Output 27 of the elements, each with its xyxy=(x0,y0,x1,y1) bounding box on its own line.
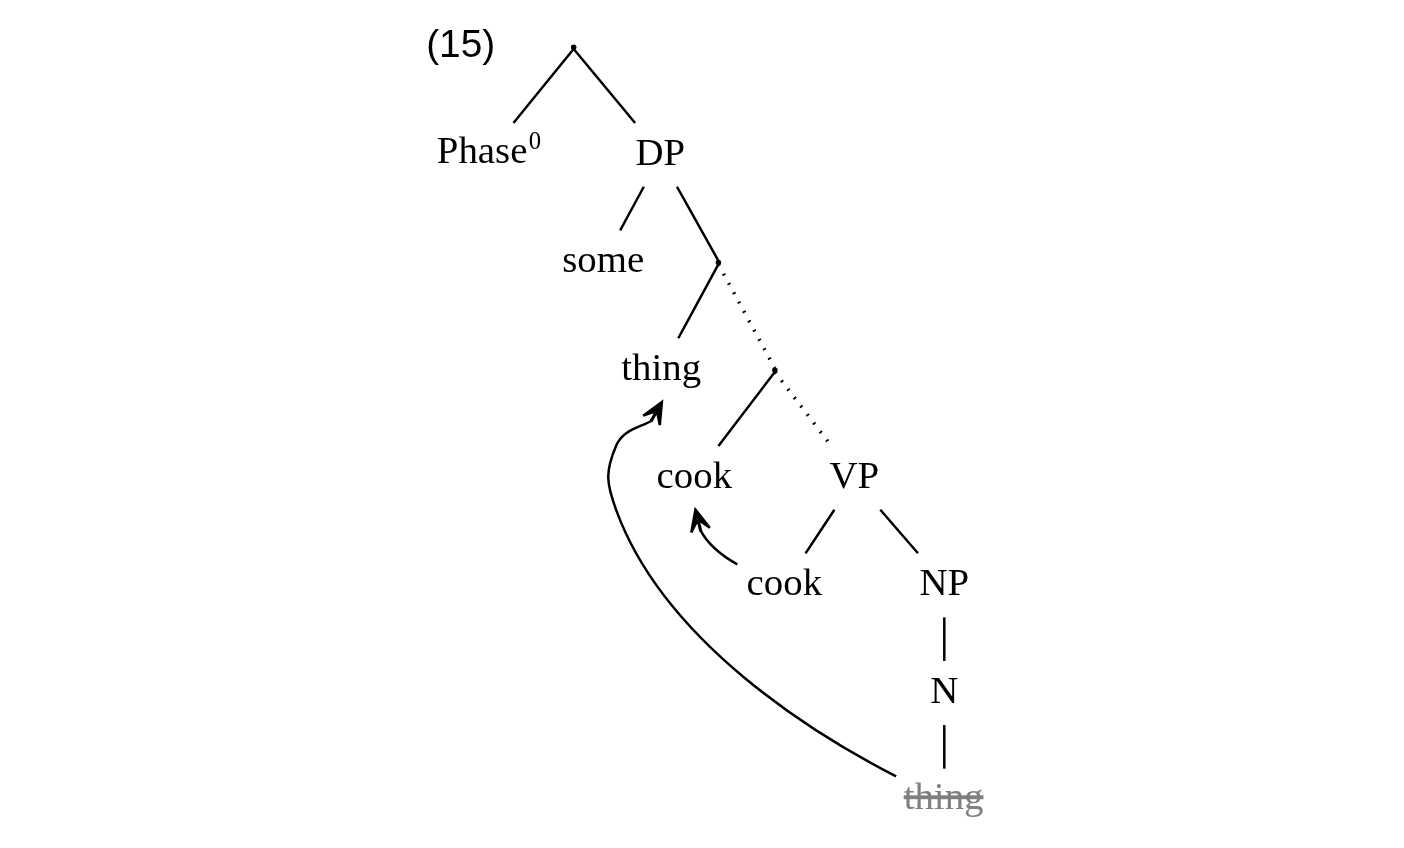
connector xyxy=(512,48,574,124)
connector xyxy=(676,264,719,339)
node-text: cook xyxy=(656,452,732,496)
connector xyxy=(804,509,835,554)
node-point xyxy=(715,259,721,266)
connector xyxy=(572,48,636,124)
node-text: DP xyxy=(634,129,685,173)
connector xyxy=(675,186,719,261)
node-text: VP xyxy=(829,452,879,496)
connector xyxy=(716,371,776,447)
node-point xyxy=(570,44,576,50)
node-text: cook xyxy=(746,560,822,604)
node-text: N xyxy=(929,668,958,712)
connector xyxy=(942,725,946,769)
connector xyxy=(878,508,919,555)
arrow xyxy=(689,508,738,566)
node-point xyxy=(771,367,778,373)
node-text: Phase$^{0}$ xyxy=(436,127,541,171)
node-text: NP xyxy=(919,560,969,604)
arrow xyxy=(606,400,897,778)
connector xyxy=(942,617,946,661)
label: (15) xyxy=(425,22,495,66)
node-text: some xyxy=(561,237,644,281)
connector xyxy=(618,186,645,231)
connector xyxy=(716,263,776,369)
node-text: thing xyxy=(620,345,701,389)
node-text: thing xyxy=(903,773,983,817)
